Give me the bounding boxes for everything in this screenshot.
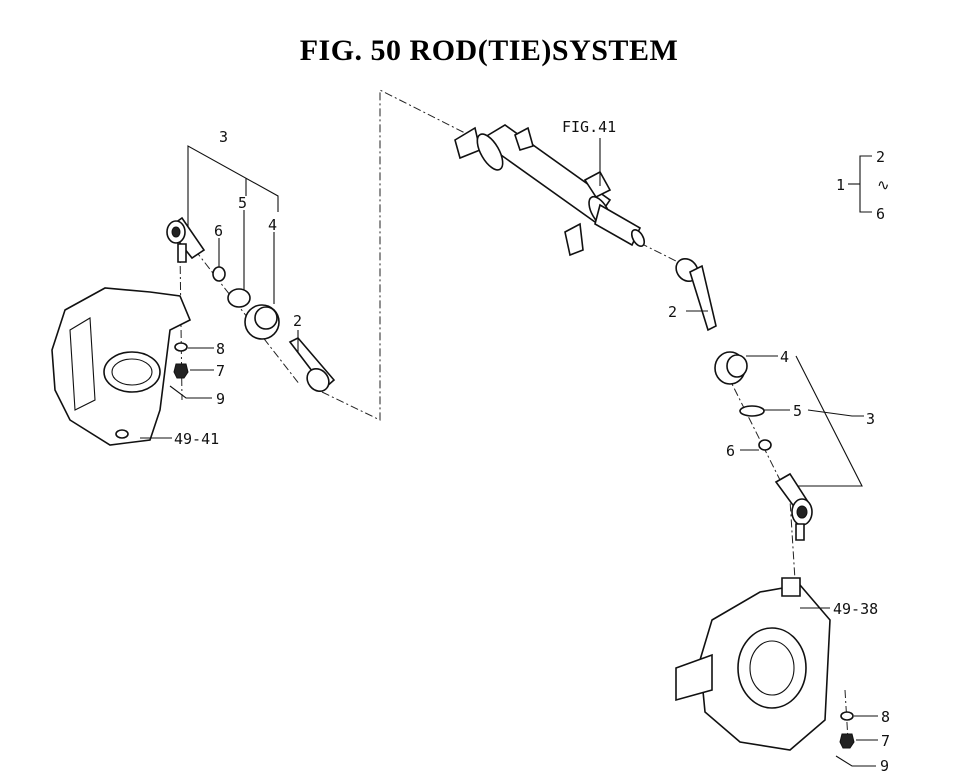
- right-callout-2: 2: [668, 303, 677, 321]
- left-callout-2: 2: [293, 312, 302, 330]
- right-callout-3: 3: [866, 410, 875, 428]
- steering-cylinder: FIG.41: [454, 118, 646, 257]
- left-callout-5: 5: [238, 194, 247, 212]
- right-callout-5: 5: [793, 402, 802, 420]
- left-callout-8: 8: [216, 340, 225, 358]
- right-ref-49-38: 49-38: [833, 600, 878, 618]
- right-callout-9: 9: [880, 757, 889, 775]
- left-callout-6: 6: [214, 222, 223, 240]
- legend-main: 1: [836, 176, 845, 194]
- fig41-reference: FIG.41: [562, 118, 616, 136]
- legend-from: 2: [876, 148, 885, 166]
- right-callout-4: 4: [780, 348, 789, 366]
- range-legend: 1 2 ∿ 6: [836, 148, 890, 223]
- legend-to: 6: [876, 205, 885, 223]
- right-tie-rod-assembly: 2 4 5 6 3 49-38 8 7: [668, 257, 890, 775]
- left-callout-9: 9: [216, 390, 225, 408]
- left-ref-49-41: 49-41: [174, 430, 219, 448]
- figure-title: FIG. 50 ROD(TIE)SYSTEM: [299, 34, 679, 67]
- left-callout-7: 7: [216, 362, 225, 380]
- right-callout-7: 7: [881, 732, 890, 750]
- legend-separator: ∿: [877, 176, 890, 194]
- left-callout-4: 4: [268, 216, 277, 234]
- right-callout-6: 6: [726, 442, 735, 460]
- left-tie-rod-assembly: 3 6 5 4 2 49-41 8: [51, 128, 336, 448]
- left-callout-3: 3: [219, 128, 228, 146]
- right-callout-8: 8: [881, 708, 890, 726]
